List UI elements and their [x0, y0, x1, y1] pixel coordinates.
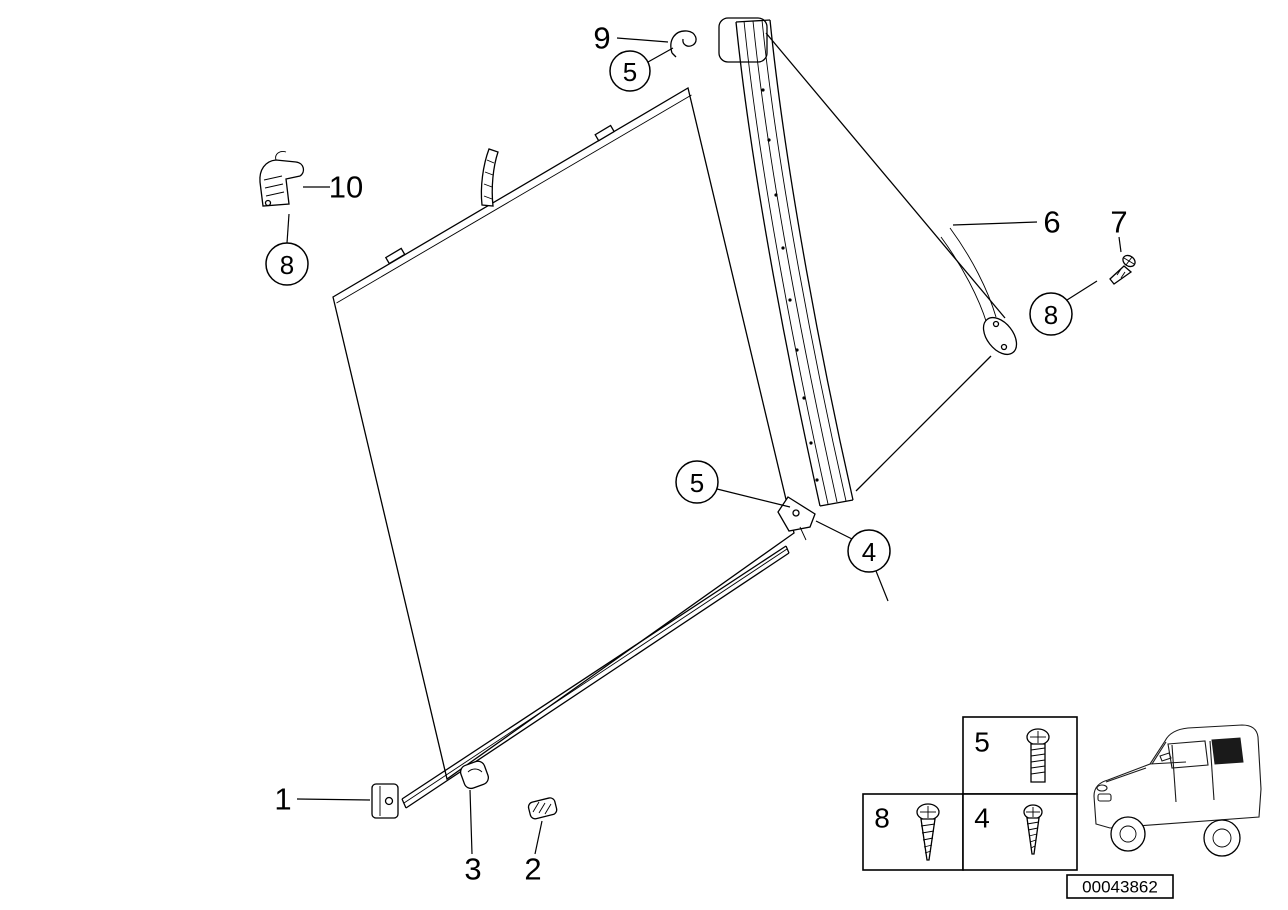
callout-label[interactable]: 5 — [690, 468, 704, 498]
part-number-text: 00043862 — [1082, 878, 1158, 897]
part-number-box: 00043862 — [1066, 874, 1174, 899]
screw-part7 — [1109, 254, 1136, 285]
callout-label[interactable]: 3 — [464, 852, 481, 887]
small-tapping-screw-icon — [1023, 804, 1043, 855]
callout-10[interactable]: 10 — [329, 170, 363, 205]
callout-label[interactable]: 8 — [1044, 300, 1058, 330]
legend-cell-8 — [862, 793, 964, 871]
callout-2[interactable]: 2 — [524, 852, 541, 887]
leader-lines — [286, 37, 1122, 855]
callout-label[interactable]: 1 — [274, 782, 291, 817]
callout-circle[interactable] — [609, 50, 651, 92]
callout-8-balloon-right[interactable]: 8 — [1029, 292, 1073, 336]
rail-rivets — [761, 88, 819, 482]
callout-circle[interactable] — [265, 242, 309, 286]
callout-circle[interactable] — [847, 529, 891, 573]
callout-label[interactable]: 8 — [280, 250, 294, 280]
top-edge-tab — [384, 247, 406, 265]
rear-wheel — [1203, 819, 1241, 857]
callout-4-balloon[interactable]: 4 — [847, 529, 891, 573]
callout-6[interactable]: 6 — [1043, 205, 1060, 240]
callout-label[interactable]: 7 — [1110, 205, 1127, 240]
machine-screw-icon — [1026, 728, 1050, 783]
hook-clip-part9 — [670, 30, 697, 58]
guide-rail — [718, 17, 854, 541]
callout-5-balloon-top[interactable]: 5 — [609, 50, 651, 92]
clip-part10 — [259, 151, 305, 207]
callout-1[interactable]: 1 — [274, 782, 291, 817]
clip-part2 — [527, 797, 558, 820]
legend-label-8: 8 — [874, 803, 890, 834]
tinted-rear-window — [1211, 737, 1244, 765]
callout-8-balloon-left[interactable]: 8 — [265, 242, 309, 286]
roller-end-cap — [982, 316, 1018, 356]
rail-top-cap — [718, 17, 768, 63]
callout-label[interactable]: 5 — [623, 57, 637, 87]
guide-clip-part3 — [459, 760, 489, 790]
rolled-blind-right — [765, 32, 1018, 492]
callout-3[interactable]: 3 — [464, 852, 481, 887]
sun-blind-sheet — [332, 86, 795, 781]
legend-label-5: 5 — [974, 727, 990, 758]
callout-label[interactable]: 9 — [593, 21, 610, 56]
fastener-legend: 5 8 4 — [862, 716, 1078, 871]
legend-label-4: 4 — [974, 803, 990, 834]
callout-9[interactable]: 9 — [593, 21, 610, 56]
suv-outline-icon — [1093, 724, 1262, 857]
callout-label[interactable]: 10 — [329, 170, 363, 205]
rail-bottom-foot — [777, 496, 816, 541]
callout-7[interactable]: 7 — [1110, 205, 1127, 240]
callout-5-balloon-mid[interactable]: 5 — [675, 460, 719, 504]
end-bracket-part1 — [371, 783, 399, 819]
callout-label[interactable]: 4 — [862, 537, 876, 567]
legend-cell-4 — [962, 793, 1078, 871]
callout-circle[interactable] — [1029, 292, 1073, 336]
top-edge-tab — [594, 124, 615, 142]
self-tapping-screw-icon — [916, 803, 940, 861]
front-wheel — [1110, 816, 1146, 852]
callout-label[interactable]: 2 — [524, 852, 541, 887]
callout-circle[interactable] — [675, 460, 719, 504]
legend-cell-5 — [962, 716, 1078, 795]
callout-label[interactable]: 6 — [1043, 205, 1060, 240]
pull-handle — [480, 148, 499, 207]
